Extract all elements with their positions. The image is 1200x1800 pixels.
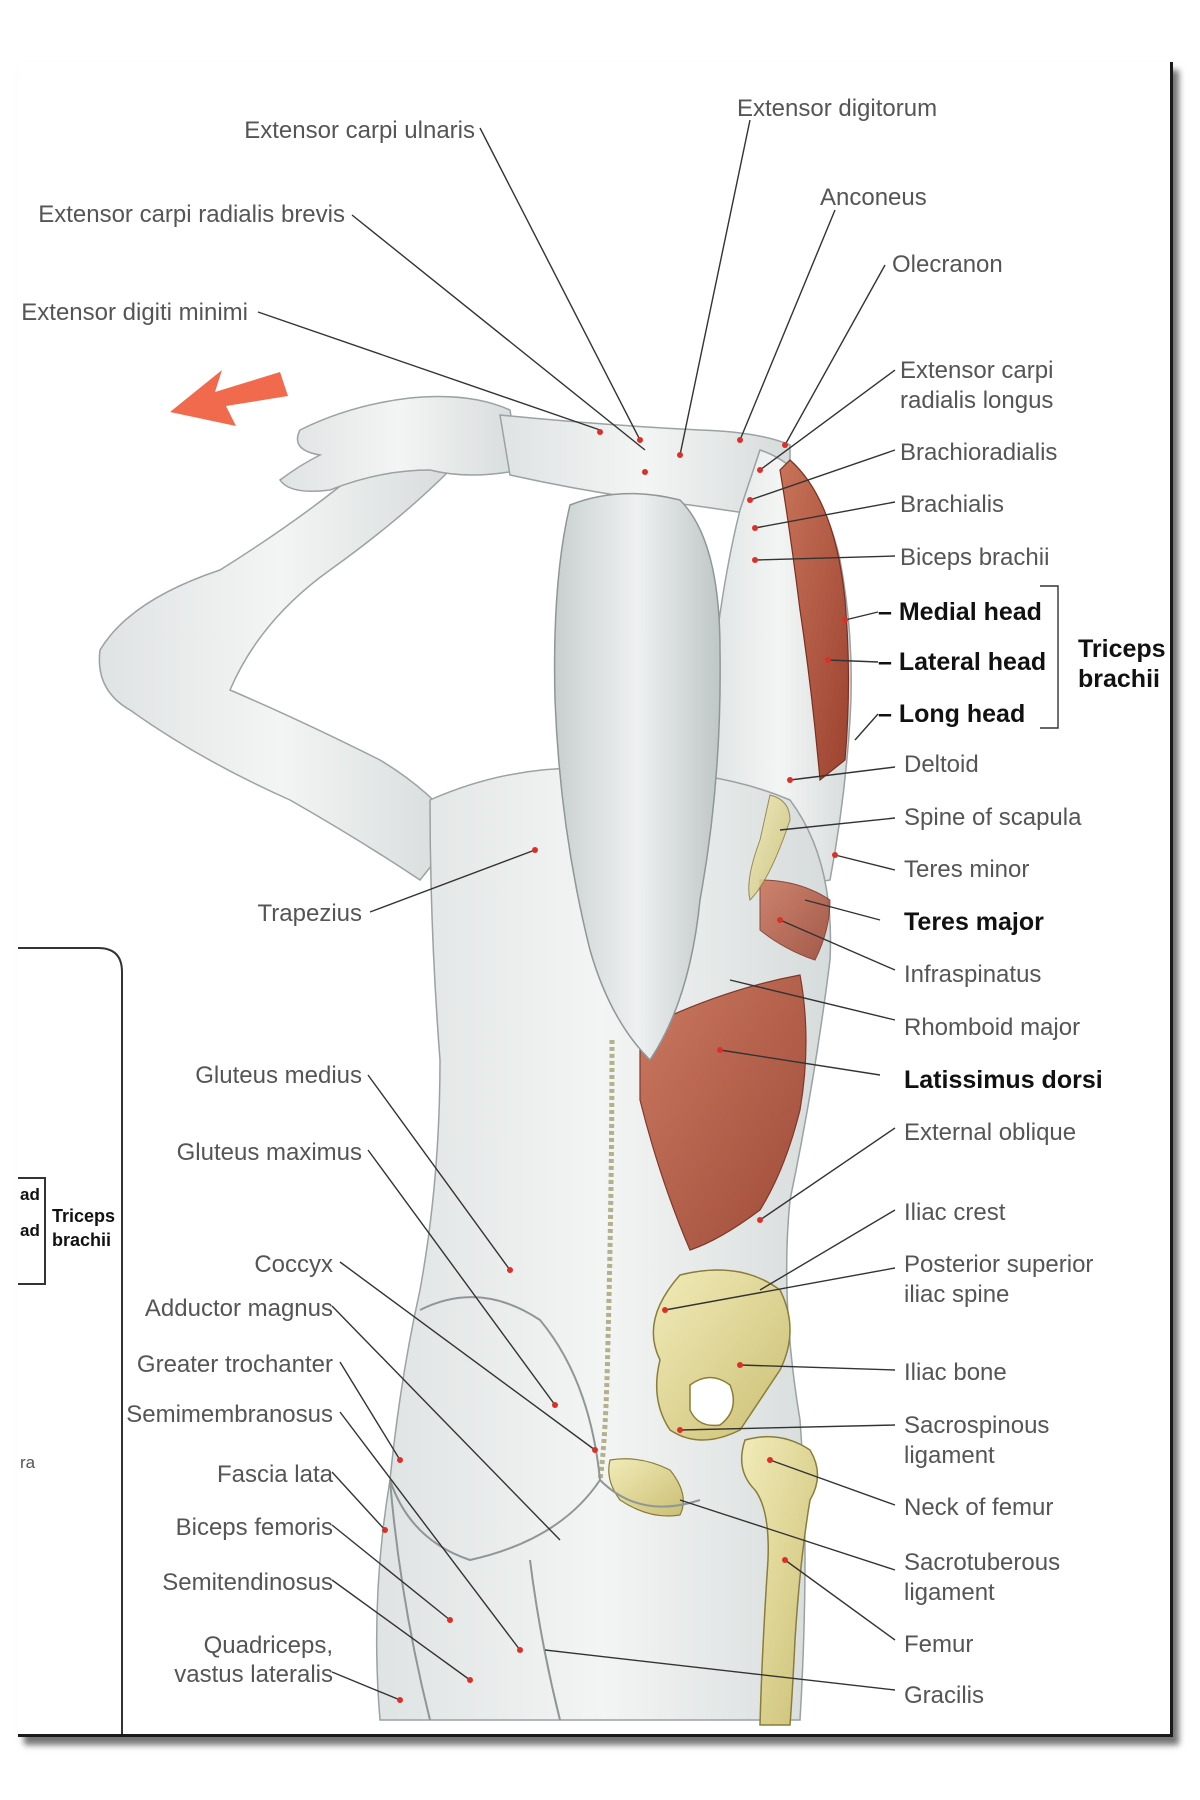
- label-quadriceps-line-1: Quadriceps,: [204, 1632, 333, 1659]
- label-trapezius: Trapezius: [258, 900, 362, 927]
- label-extensor-carpi-ulnaris: Extensor carpi ulnaris: [244, 117, 475, 144]
- label-coccyx: Coccyx: [254, 1251, 333, 1278]
- label-femur: Femur: [904, 1631, 973, 1658]
- inset-fragment-2: ad: [20, 1221, 40, 1240]
- label-adductor-magnus: Adductor magnus: [145, 1295, 333, 1322]
- triceps-highlight: [779, 459, 850, 782]
- leader-lines: [257, 119, 1059, 1701]
- bold-labels: – Medial head – Lateral head – Long head…: [878, 598, 1166, 1094]
- label-extensor-digiti-minimi: Extensor digiti minimi: [21, 299, 248, 326]
- label-olecranon: Olecranon: [892, 251, 1003, 278]
- label-neck-of-femur: Neck of femur: [904, 1494, 1053, 1521]
- teres-major-highlight: [759, 879, 831, 961]
- label-latissimus-dorsi: Latissimus dorsi: [904, 1066, 1103, 1094]
- label-teres-minor: Teres minor: [904, 856, 1029, 883]
- label-spine-of-scapula: Spine of scapula: [904, 804, 1082, 831]
- pelvis-bone: [652, 1269, 791, 1441]
- label-deltoid: Deltoid: [904, 751, 979, 778]
- label-extensor-carpi-radialis-brevis: Extensor carpi radialis brevis: [38, 201, 345, 228]
- label-gluteus-maximus: Gluteus maximus: [177, 1139, 362, 1166]
- label-posterior-superior-iliac-spine-line-2: iliac spine: [904, 1281, 1009, 1308]
- label-biceps-brachii: Biceps brachii: [900, 544, 1049, 571]
- label-lateral-head: – Lateral head: [878, 648, 1046, 676]
- inset-label-line-2: brachii: [52, 1230, 111, 1250]
- figure-illustration: [98, 395, 852, 1726]
- label-gluteus-medius: Gluteus medius: [195, 1062, 362, 1089]
- hand: [278, 395, 521, 492]
- label-extensor-digitorum: Extensor digitorum: [737, 95, 937, 122]
- label-iliac-bone: Iliac bone: [904, 1359, 1007, 1386]
- label-sacrotuberous-ligament-line-2: ligament: [904, 1579, 995, 1606]
- label-rhomboid-major: Rhomboid major: [904, 1014, 1080, 1041]
- label-sacrospinous-ligament-line-2: ligament: [904, 1442, 995, 1469]
- label-gracilis: Gracilis: [904, 1682, 984, 1709]
- latissimus-highlight: [639, 974, 807, 1251]
- label-teres-major: Teres major: [904, 908, 1044, 936]
- label-semitendinosus: Semitendinosus: [162, 1569, 333, 1596]
- label-medial-head: – Medial head: [878, 598, 1042, 626]
- right-labels: Extensor digitorum Anconeus Olecranon Ex…: [737, 95, 1093, 1709]
- label-anconeus: Anconeus: [820, 184, 927, 211]
- label-long-head: – Long head: [878, 700, 1025, 728]
- label-extensor-carpi-radialis-longus-line-1: Extensor carpi: [900, 357, 1053, 384]
- label-brachialis: Brachialis: [900, 491, 1004, 518]
- left-labels: Extensor carpi ulnaris Extensor carpi ra…: [21, 117, 475, 1688]
- label-quadriceps-line-2: vastus lateralis: [174, 1661, 333, 1688]
- inset-fragment-1: ad: [20, 1185, 40, 1204]
- label-triceps-brachii-line-2: brachii: [1078, 665, 1160, 693]
- label-fascia-lata: Fascia lata: [217, 1461, 334, 1488]
- label-greater-trochanter: Greater trochanter: [137, 1351, 333, 1378]
- label-iliac-crest: Iliac crest: [904, 1199, 1006, 1226]
- left-arm: [98, 429, 461, 882]
- label-biceps-femoris: Biceps femoris: [176, 1514, 333, 1541]
- scapula-bone: [748, 794, 791, 901]
- label-triceps-brachii-line-1: Triceps: [1078, 635, 1166, 663]
- label-sacrospinous-ligament-line-1: Sacrospinous: [904, 1412, 1049, 1439]
- stretch-direction-arrow-icon: [170, 370, 288, 426]
- label-semimembranosus: Semimembranosus: [126, 1401, 333, 1428]
- label-external-oblique: External oblique: [904, 1119, 1076, 1146]
- hair: [553, 492, 721, 1062]
- inset-label-line-1: Triceps: [52, 1206, 115, 1226]
- label-extensor-carpi-radialis-longus-line-2: radialis longus: [900, 387, 1053, 414]
- inset-panel: ad ad Triceps brachii ra: [18, 947, 123, 1734]
- inset-fragment-3: ra: [20, 1453, 36, 1472]
- femur-bone: [740, 1435, 819, 1726]
- marker-dots: [382, 429, 848, 1703]
- label-posterior-superior-iliac-spine-line-1: Posterior superior: [904, 1251, 1093, 1278]
- label-brachioradialis: Brachioradialis: [900, 439, 1057, 466]
- label-sacrotuberous-ligament-line-1: Sacrotuberous: [904, 1549, 1060, 1576]
- label-infraspinatus: Infraspinatus: [904, 961, 1041, 988]
- sacrum-bone: [608, 1458, 684, 1517]
